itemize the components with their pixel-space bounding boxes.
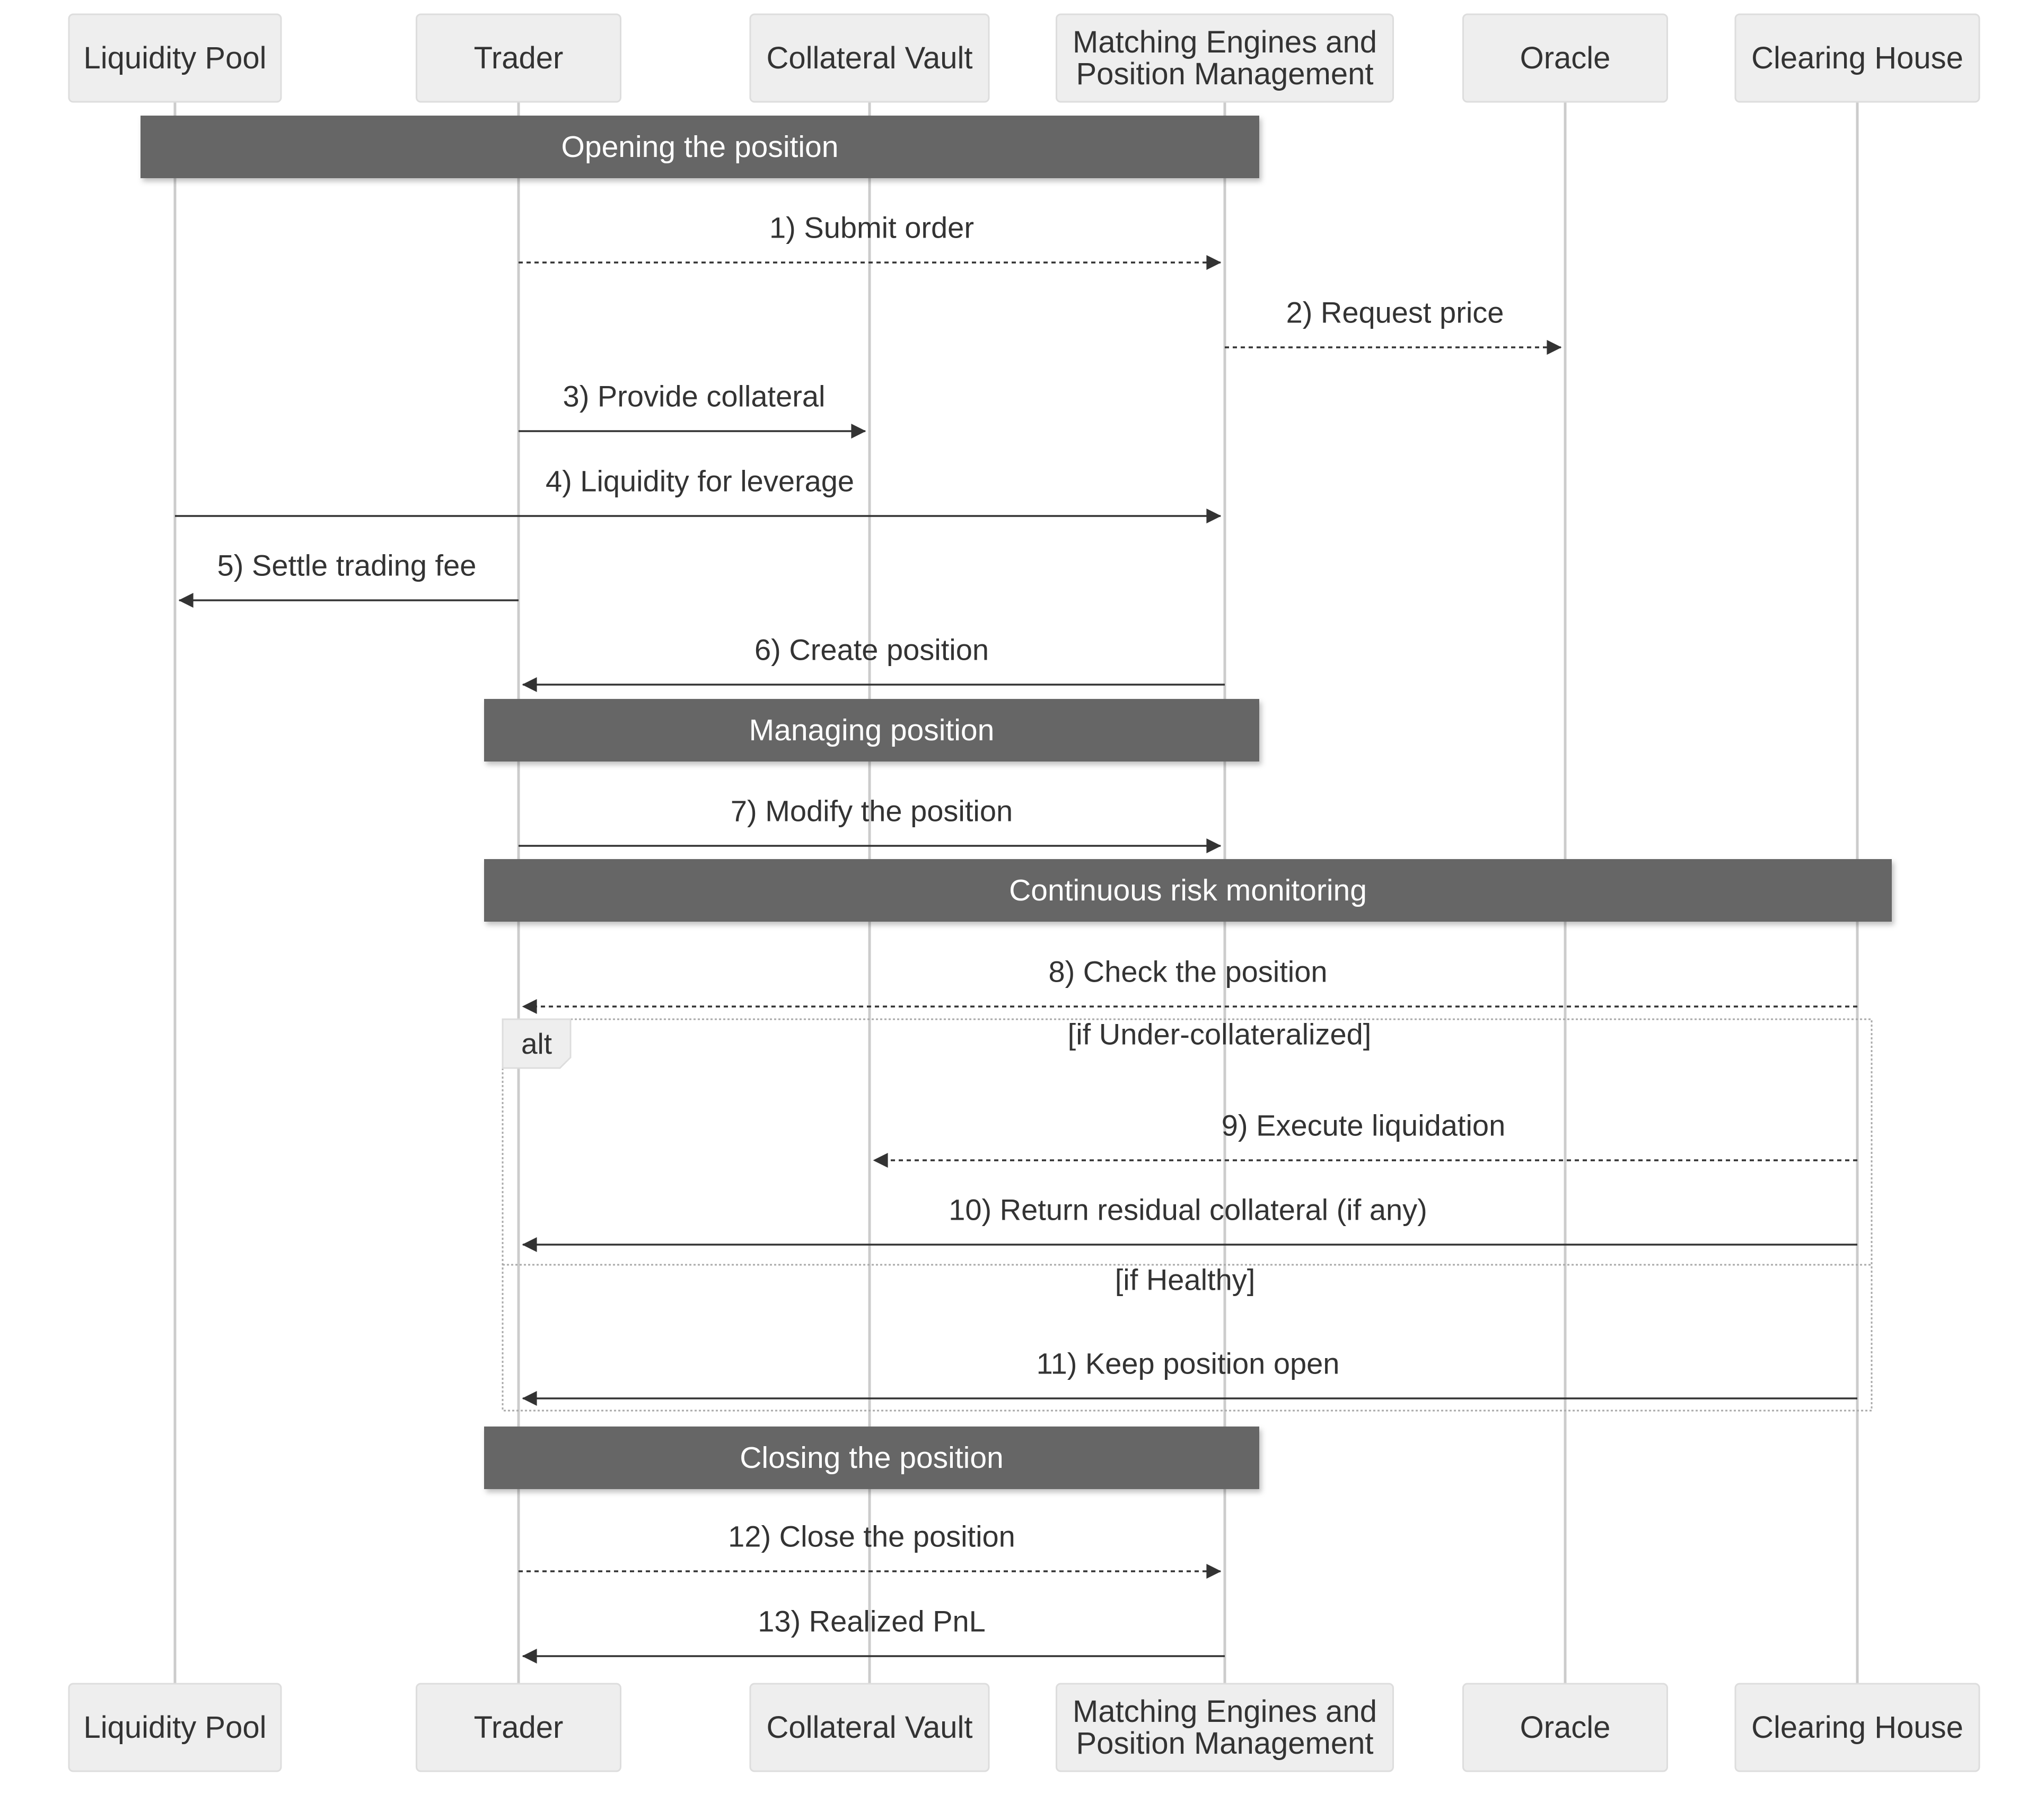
alt-frame-tag xyxy=(502,1018,572,1069)
note-3: Closing the position xyxy=(484,1427,1259,1489)
participant-label: Oracle xyxy=(1520,1710,1611,1745)
participant-label: Trader xyxy=(474,1710,564,1745)
note-label: Opening the position xyxy=(561,130,839,164)
participant-trader-bottom: Trader xyxy=(416,1683,621,1772)
participant-label: Clearing House xyxy=(1751,41,1963,75)
message-3: 3) Provide collateral xyxy=(519,380,866,439)
message-12: 12) Close the position xyxy=(519,1520,1222,1579)
participant-box xyxy=(749,1683,990,1772)
participant-label: Liquidity Pool xyxy=(84,1710,267,1745)
message-2: 2) Request price xyxy=(1225,296,1562,355)
participant-box xyxy=(1462,13,1668,103)
participant-box xyxy=(1056,1683,1394,1772)
note-2: Continuous risk monitoring xyxy=(484,859,1892,922)
participant-vault-bottom: Collateral Vault xyxy=(749,1683,990,1772)
participant-box xyxy=(68,1683,282,1772)
message-label: 6) Create position xyxy=(754,633,989,667)
alt-condition: [if Under-collateralized] xyxy=(1068,1018,1372,1051)
participant-oracle-top: Oracle xyxy=(1462,13,1668,103)
participant-label: Clearing House xyxy=(1751,1710,1963,1745)
participant-label: Liquidity Pool xyxy=(84,41,267,75)
message-5: 5) Settle trading fee xyxy=(178,549,519,608)
message-13: 13) Realized PnL xyxy=(522,1605,1225,1664)
message-8: 8) Check the position xyxy=(522,955,1857,1014)
message-10: 10) Return residual collateral (if any) xyxy=(522,1193,1857,1252)
message-7: 7) Modify the position xyxy=(519,794,1222,853)
participant-box xyxy=(1734,1683,1980,1772)
participant-box xyxy=(416,1683,621,1772)
participant-label: Position Management xyxy=(1076,57,1374,91)
message-label: 5) Settle trading fee xyxy=(217,549,477,582)
participant-box xyxy=(1734,13,1980,103)
message-label: 9) Execute liquidation xyxy=(1222,1109,1505,1142)
message-label: 11) Keep position open xyxy=(1037,1347,1340,1380)
participant-trader-top: Trader xyxy=(416,13,621,103)
message-9: 9) Execute liquidation xyxy=(873,1109,1857,1168)
message-label: 12) Close the position xyxy=(728,1520,1015,1553)
note-0: Opening the position xyxy=(141,116,1259,178)
message-label: 1) Submit order xyxy=(769,211,974,244)
alt-condition: [if Healthy] xyxy=(1115,1263,1256,1297)
message-label: 10) Return residual collateral (if any) xyxy=(949,1193,1427,1227)
participant-label: Matching Engines and xyxy=(1073,25,1377,59)
participant-box xyxy=(416,13,621,103)
note-box xyxy=(484,1427,1259,1489)
participant-label: Trader xyxy=(474,41,564,75)
message-label: 4) Liquidity for leverage xyxy=(546,465,854,498)
alt-frame-label: alt xyxy=(521,1027,552,1060)
alt-frame: alt [if Under-collateralized] [if Healthy] xyxy=(502,1018,1873,1412)
participant-lp-bottom: Liquidity Pool xyxy=(68,1683,282,1772)
participant-box xyxy=(68,13,282,103)
message-label: 13) Realized PnL xyxy=(758,1605,986,1638)
participant-label: Collateral Vault xyxy=(766,41,972,75)
participant-oracle-bottom: Oracle xyxy=(1462,1683,1668,1772)
message-label: 3) Provide collateral xyxy=(563,380,826,413)
message-6: 6) Create position xyxy=(522,633,1225,692)
note-1: Managing position xyxy=(484,699,1259,762)
participant-label: Oracle xyxy=(1520,41,1611,75)
message-4: 4) Liquidity for leverage xyxy=(175,465,1222,523)
note-box xyxy=(141,116,1259,178)
message-label: 2) Request price xyxy=(1286,296,1504,329)
note-label: Closing the position xyxy=(740,1441,1003,1475)
participant-box xyxy=(1056,13,1394,103)
participant-label: Matching Engines and xyxy=(1073,1694,1377,1729)
note-label: Continuous risk monitoring xyxy=(1009,873,1367,907)
participant-label: Collateral Vault xyxy=(766,1710,972,1745)
message-1: 1) Submit order xyxy=(519,211,1222,270)
alt-frame-border xyxy=(502,1018,1873,1412)
message-label: 7) Modify the position xyxy=(731,794,1013,828)
message-11: 11) Keep position open xyxy=(522,1347,1857,1406)
message-label: 8) Check the position xyxy=(1048,955,1327,988)
participant-box xyxy=(1462,1683,1668,1772)
participant-label: Position Management xyxy=(1076,1726,1374,1761)
note-label: Managing position xyxy=(749,713,995,747)
participant-vault-top: Collateral Vault xyxy=(749,13,990,103)
participant-lp-top: Liquidity Pool xyxy=(68,13,282,103)
note-box xyxy=(484,859,1892,922)
participant-box xyxy=(749,13,990,103)
note-box xyxy=(484,699,1259,762)
participant-ch-bottom: Clearing House xyxy=(1734,1683,1980,1772)
participant-ch-top: Clearing House xyxy=(1734,13,1980,103)
